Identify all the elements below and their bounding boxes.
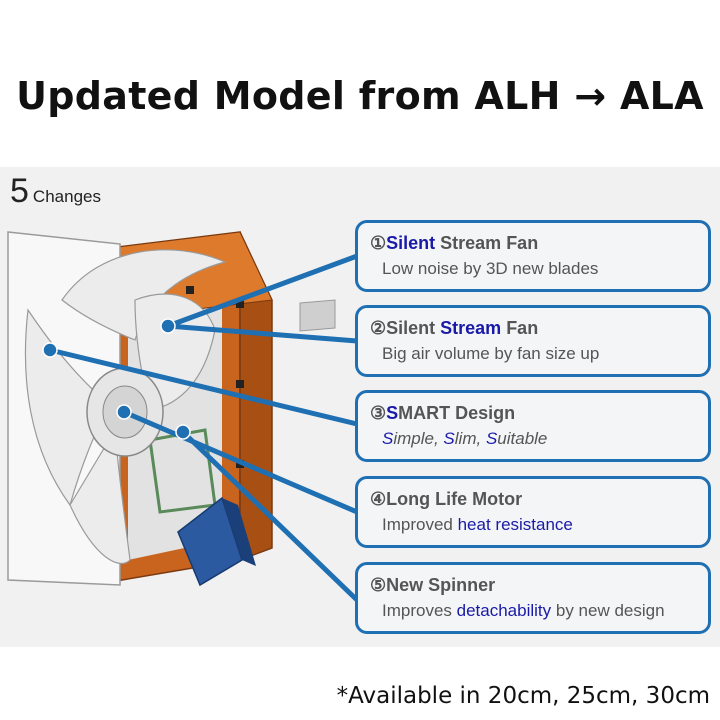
callout-title: ⑤New Spinner	[370, 575, 496, 595]
changes-count: 5	[10, 172, 29, 210]
connector-dots	[42, 318, 191, 440]
page-title: Updated Model from ALH → ALA	[16, 74, 704, 118]
rear-duct	[299, 299, 336, 332]
callout-new-spinner: ⑤New Spinner Improves detachability by n…	[355, 562, 711, 634]
callout-description: Simple, Slim, Suitable	[382, 429, 548, 448]
callout-title: ④Long Life Motor	[370, 489, 523, 509]
availability-footnote: *Available in 20cm, 25cm, 30cm	[336, 683, 710, 709]
callout-title: ③SMART Design	[370, 403, 516, 423]
callout-smart-design: ③SMART Design Simple, Slim, Suitable	[355, 390, 711, 462]
callout-description: Improved heat resistance	[382, 515, 573, 534]
callout-silent-stream-fan-1: ①Silent Stream Fan Low noise by 3D new b…	[355, 220, 711, 292]
callout-description: Big air volume by fan size up	[382, 344, 600, 363]
callout-description: Improves detachability by new design	[382, 601, 665, 620]
changes-label: Changes	[32, 187, 101, 206]
callout-long-life-motor: ④Long Life Motor Improved heat resistanc…	[355, 476, 711, 548]
connector-lines	[47, 253, 360, 603]
fan-blades	[24, 249, 227, 564]
callout-title: ①Silent Stream Fan	[370, 233, 539, 253]
callout-description: Low noise by 3D new blades	[382, 259, 599, 278]
callout-silent-stream-fan-2: ②Silent Stream Fan Big air volume by fan…	[355, 305, 711, 377]
callout-title: ②Silent Stream Fan	[370, 318, 539, 338]
